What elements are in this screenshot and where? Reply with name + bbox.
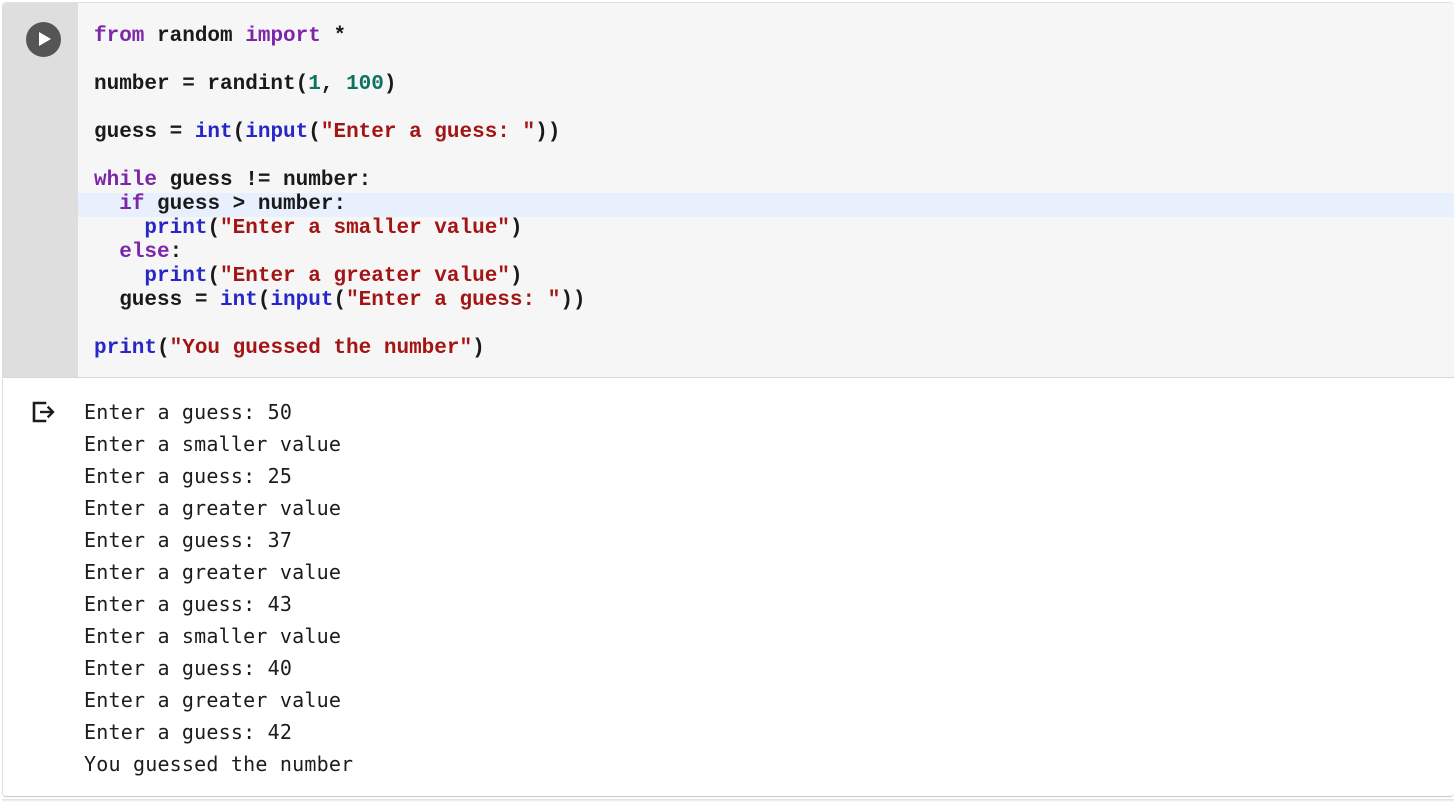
code-token-plain: ( [207, 217, 221, 240]
code-token-kw: if [119, 193, 145, 216]
code-line[interactable]: print("Enter a smaller value") [78, 217, 1454, 241]
code-token-kw: import [245, 25, 321, 48]
pane-bottom-shadow [2, 799, 1454, 802]
code-line[interactable]: print("You guessed the number") [78, 337, 1454, 361]
code-token-kw: from [94, 25, 145, 48]
output-line: Enter a guess: 40 [84, 656, 293, 680]
code-token-plain: ( [308, 121, 321, 144]
code-line[interactable]: guess = int(input("Enter a guess: ")) [78, 121, 1454, 145]
code-token-kw: while [94, 169, 158, 192]
code-token-plain: ( [207, 265, 221, 288]
code-line[interactable]: from random import * [78, 25, 1454, 49]
code-token-plain: ) [472, 337, 485, 360]
code-token-str: "Enter a greater value" [220, 265, 510, 288]
code-token-plain: )) [560, 289, 586, 312]
code-line[interactable] [78, 49, 1454, 73]
code-token-plain: ) [509, 217, 523, 240]
code-token-fn: int [194, 121, 233, 144]
output-line: Enter a smaller value [84, 624, 342, 648]
code-token-kw: else [119, 241, 170, 264]
code-token-fn: int [220, 289, 258, 312]
output-arrow-icon [29, 398, 57, 426]
output-line: Enter a greater value [84, 688, 342, 712]
code-token-fn: print [144, 265, 208, 288]
code-token-str: "Enter a guess: " [346, 289, 561, 312]
code-token-plain: ( [257, 289, 271, 312]
code-token-plain: , [320, 73, 347, 96]
code-editor-pane: from random import * number = randint(1,… [2, 2, 1454, 378]
code-line[interactable]: else: [78, 241, 1454, 265]
output-line: Enter a smaller value [84, 432, 342, 456]
code-token-num: 100 [346, 73, 384, 96]
code-token-plain: number = randint( [94, 73, 309, 96]
code-token-fn: input [245, 121, 309, 144]
code-line-list: from random import * number = randint(1,… [78, 25, 1454, 361]
code-token-plain [94, 265, 144, 288]
code-token-plain [94, 193, 119, 216]
code-token-plain: )) [535, 121, 561, 144]
code-token-plain: ) [383, 73, 397, 96]
code-token-plain: guess != number: [157, 169, 372, 192]
code-line[interactable] [78, 145, 1454, 169]
code-line[interactable] [78, 97, 1454, 121]
code-token-plain: ( [232, 121, 246, 144]
output-line: Enter a guess: 37 [84, 528, 293, 552]
code-token-plain: guess = [94, 289, 221, 312]
code-line[interactable] [78, 313, 1454, 337]
run-button[interactable] [26, 22, 61, 57]
code-token-plain: guess > number: [144, 193, 347, 216]
code-line[interactable]: guess = int(input("Enter a guess: ")) [78, 289, 1454, 313]
output-line: Enter a guess: 25 [84, 464, 293, 488]
code-token-str: "Enter a smaller value" [220, 217, 510, 240]
output-pane [2, 379, 1454, 797]
code-token-plain: ( [157, 337, 170, 360]
code-token-str: "You guessed the number" [169, 337, 473, 360]
code-text-area[interactable]: from random import * number = randint(1,… [78, 3, 1454, 377]
code-token-fn: print [144, 217, 208, 240]
output-line: You guessed the number [84, 752, 354, 776]
output-line: Enter a guess: 50 [84, 400, 293, 424]
output-line: Enter a greater value [84, 560, 342, 584]
code-token-plain: * [320, 25, 347, 48]
code-line[interactable]: number = randint(1, 100) [78, 73, 1454, 97]
code-token-plain: ( [333, 289, 347, 312]
code-token-fn: print [94, 337, 158, 360]
code-line[interactable]: while guess != number: [78, 169, 1454, 193]
code-token-num: 1 [308, 73, 321, 96]
code-token-str: "Enter a guess: " [320, 121, 536, 144]
code-token-plain [94, 241, 119, 264]
code-token-plain: ) [509, 265, 523, 288]
code-token-plain: random [144, 25, 246, 48]
code-token-plain: : [169, 241, 183, 264]
output-line: Enter a greater value [84, 496, 342, 520]
code-line[interactable]: if guess > number: [78, 193, 1454, 217]
output-line: Enter a guess: 42 [84, 720, 293, 744]
output-line: Enter a guess: 43 [84, 592, 293, 616]
code-token-plain: guess = [94, 121, 195, 144]
editor-gutter [3, 3, 78, 377]
code-token-plain [94, 217, 144, 240]
code-line[interactable]: print("Enter a greater value") [78, 265, 1454, 289]
code-token-fn: input [270, 289, 334, 312]
